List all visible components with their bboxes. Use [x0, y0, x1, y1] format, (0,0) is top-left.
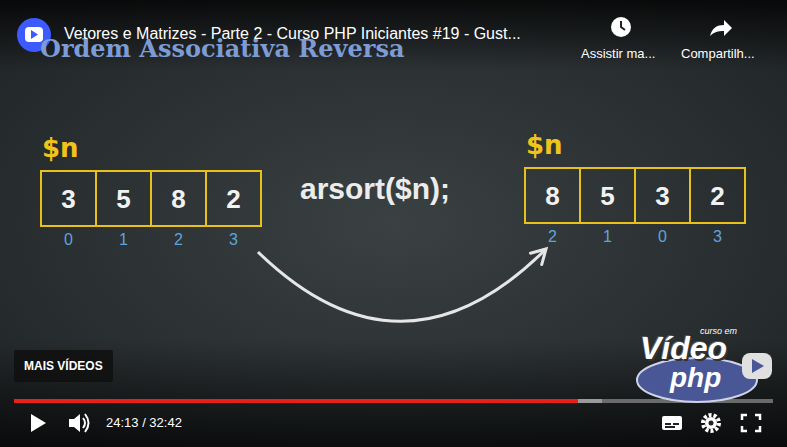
progress-track — [14, 399, 773, 403]
array-group: $n30518223 — [40, 133, 264, 250]
cell-index: 0 — [636, 228, 689, 246]
cell-index: 2 — [152, 231, 205, 249]
volume-icon — [69, 414, 89, 432]
subtitles-icon — [662, 416, 682, 430]
cell-index: 1 — [97, 231, 150, 249]
time-display: 24:13 / 32:42 — [106, 415, 182, 430]
video-title: Vetores e Matrizes - Parte 2 - Curso PHP… — [64, 25, 521, 43]
code-statement: arsort($n); — [300, 172, 450, 206]
array-cell: 23 — [689, 167, 746, 224]
more-videos-button: MAIS VÍDEOS — [14, 350, 113, 382]
watch-later-label: Assistir ma... — [581, 46, 655, 61]
cell-index: 3 — [691, 228, 744, 246]
array-name: $n — [42, 133, 79, 163]
watch-later-icon — [611, 17, 631, 37]
array-cell: 82 — [524, 167, 581, 224]
settings-icon — [703, 415, 719, 431]
cell-index: 0 — [42, 231, 95, 249]
cell-index: 2 — [526, 228, 579, 246]
cell-value: 2 — [207, 183, 260, 214]
cell-value: 3 — [42, 183, 95, 214]
array-cell: 23 — [205, 170, 262, 227]
cell-value: 8 — [526, 180, 579, 211]
array-cell: 30 — [40, 170, 97, 227]
logo-php-text: php — [670, 362, 721, 394]
fullscreen-icon — [742, 415, 760, 431]
progress-played — [14, 399, 578, 403]
array-name: $n — [526, 130, 563, 160]
array-cell: 51 — [95, 170, 152, 227]
cell-value: 5 — [97, 183, 150, 214]
logo-video-text: Vídeo — [640, 330, 727, 367]
cell-value: 8 — [152, 183, 205, 214]
share-icon — [710, 20, 732, 36]
array-group: $n82513023 — [524, 130, 748, 247]
arrow-line — [258, 249, 546, 321]
array-cell: 30 — [634, 167, 691, 224]
play-icon — [31, 414, 46, 432]
arrow-head — [530, 249, 546, 265]
share-label: Compartilh... — [681, 46, 755, 61]
cell-value: 5 — [581, 180, 634, 211]
array-cell: 51 — [579, 167, 636, 224]
cell-index: 3 — [207, 231, 260, 249]
cell-value: 2 — [691, 180, 744, 211]
cell-value: 3 — [636, 180, 689, 211]
array-cell: 82 — [150, 170, 207, 227]
cell-index: 1 — [581, 228, 634, 246]
curved-arrow — [258, 249, 546, 321]
